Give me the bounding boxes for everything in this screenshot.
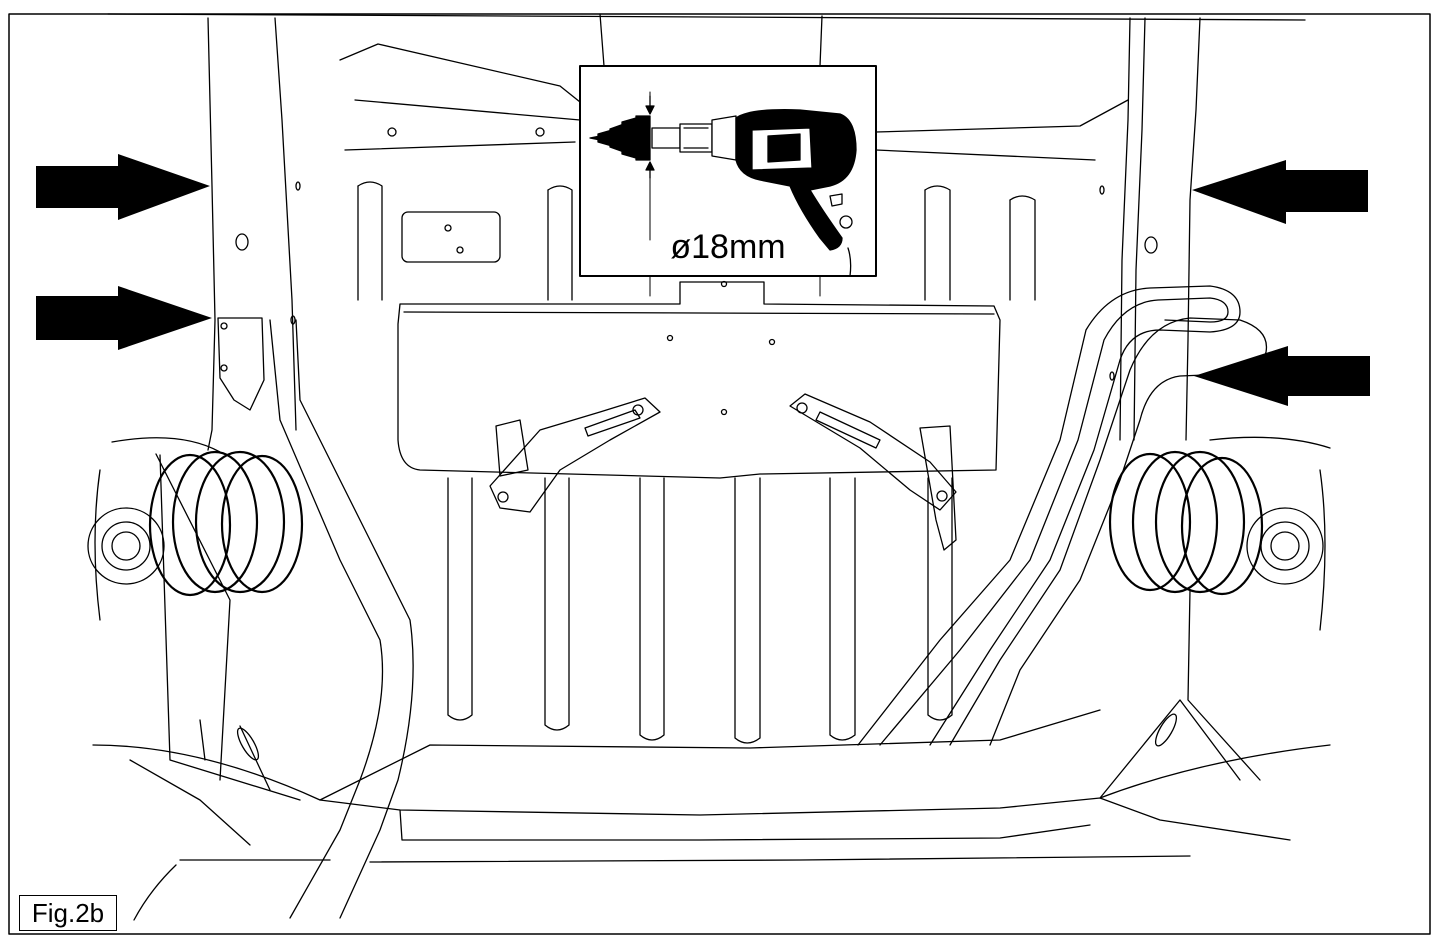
step-drill-bit-icon <box>589 91 655 241</box>
rear-axle-beam <box>92 709 1331 921</box>
cross-member-plate <box>397 280 1001 479</box>
arrow-right-lower <box>1194 346 1370 406</box>
drill-icon <box>651 109 857 277</box>
left-spring-wheel <box>87 437 304 801</box>
figure-frame <box>8 13 1431 935</box>
arrow-right-upper <box>1192 160 1368 224</box>
right-exhaust-pipes <box>857 285 1268 746</box>
arrow-left-lower <box>36 286 212 350</box>
figure-label: Fig.2b <box>19 895 117 931</box>
mounting-bracket-right <box>789 393 957 551</box>
mounting-bracket-left <box>489 397 661 513</box>
arrow-left-upper <box>36 154 210 220</box>
drill-diameter-label: ø18mm <box>670 228 786 266</box>
vehicle-floor-outline <box>107 13 1306 744</box>
left-tube <box>269 319 414 919</box>
right-spring-wheel <box>1099 436 1331 799</box>
